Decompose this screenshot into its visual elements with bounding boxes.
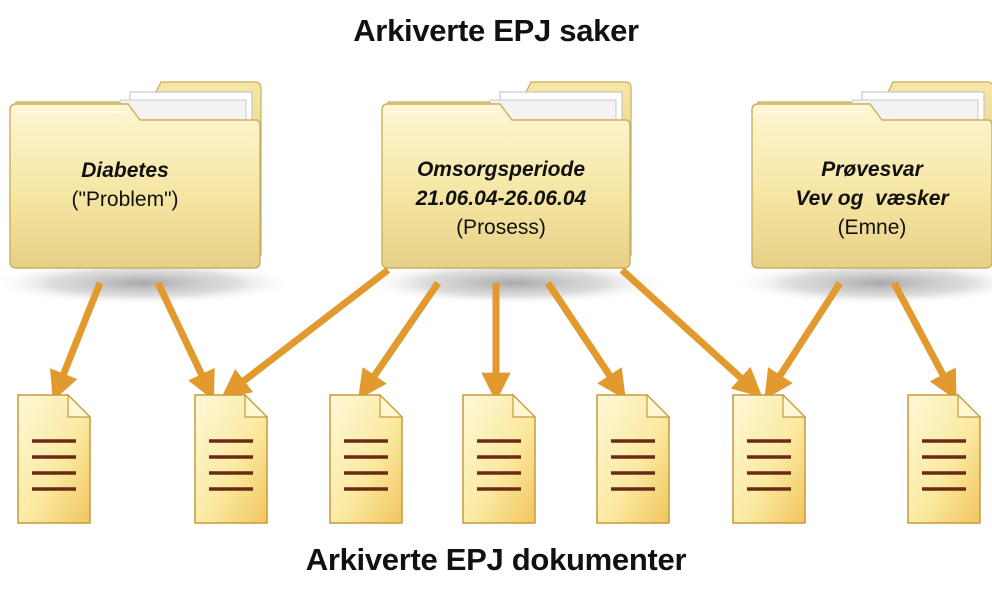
bottom-title: Arkiverte EPJ dokumenter bbox=[305, 542, 687, 577]
folder-title: Omsorgsperiode bbox=[416, 158, 586, 181]
folder-label-omsorgsperiode: Omsorgsperiode 21.06.04-26.06.04 (Proses… bbox=[376, 155, 626, 242]
document-icon bbox=[194, 393, 269, 524]
folder-label-diabetes: Diabetes ("Problem") bbox=[35, 156, 215, 214]
link-arrow bbox=[154, 281, 215, 401]
document-icon bbox=[907, 393, 982, 524]
link-arrow bbox=[764, 281, 843, 400]
link-arrow bbox=[50, 281, 104, 401]
folder-label-provesvar: Prøvesvar Vev og væsker (Emne) bbox=[762, 155, 982, 242]
folder-kind: (Prosess) bbox=[456, 216, 546, 239]
link-arrow bbox=[890, 281, 957, 401]
folder-title: Prøvesvar bbox=[821, 158, 923, 181]
folder-shadow bbox=[360, 261, 668, 305]
link-arrow bbox=[619, 267, 763, 398]
folder-shadow bbox=[0, 261, 298, 305]
folder-icon bbox=[9, 81, 262, 269]
folder-kind: ("Problem") bbox=[71, 188, 179, 211]
document-icon bbox=[329, 393, 404, 524]
folder-title-line-2: 21.06.04-26.06.04 bbox=[415, 187, 587, 210]
folder-title-line-2: Vev og væsker bbox=[795, 187, 949, 210]
folder-icon bbox=[751, 81, 992, 269]
document-icon bbox=[732, 393, 807, 524]
document-icon bbox=[596, 393, 671, 524]
link-arrow bbox=[358, 281, 441, 400]
folder-title: Diabetes bbox=[81, 159, 169, 182]
folder-shadow bbox=[730, 261, 992, 305]
document-icon bbox=[17, 393, 92, 524]
link-arrow bbox=[545, 281, 626, 400]
folder-icon bbox=[381, 81, 632, 269]
link-arrow bbox=[220, 267, 391, 399]
folder-kind: (Emne) bbox=[837, 216, 907, 239]
document-icon bbox=[462, 393, 537, 524]
top-title: Arkiverte EPJ saker bbox=[353, 13, 639, 48]
